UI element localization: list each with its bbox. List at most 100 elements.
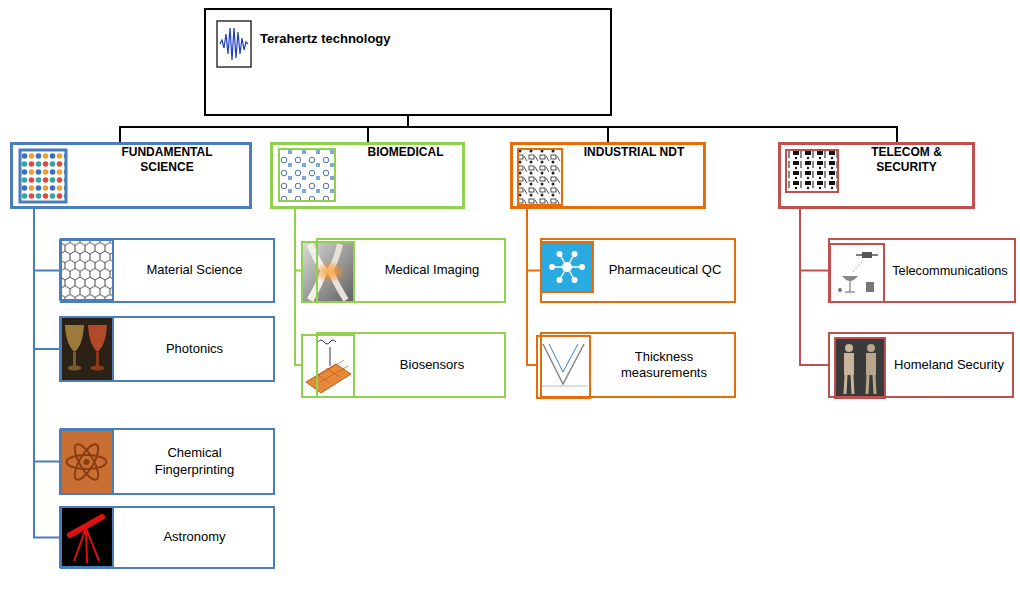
node-label: Astronomy bbox=[163, 529, 225, 545]
industry-icon-part bbox=[518, 149, 562, 205]
category-box: FUNDAMENTAL SCIENCE bbox=[10, 142, 252, 209]
molecule-icon-part bbox=[572, 251, 578, 257]
atom-icon-part bbox=[70, 441, 102, 483]
tree-connector bbox=[408, 116, 897, 142]
knee-icon bbox=[302, 242, 354, 302]
graphene-icon-part bbox=[60, 240, 113, 300]
satellite-icon-part bbox=[842, 276, 858, 281]
application-box: Medical Imaging bbox=[316, 238, 506, 303]
molecule-icon-part bbox=[557, 251, 563, 257]
application-box: Astronomy bbox=[60, 506, 275, 569]
root-box: Terahertz technology bbox=[204, 8, 612, 116]
application-box: Pharmaceutical QC bbox=[540, 238, 736, 303]
graphene-icon bbox=[60, 240, 113, 300]
category-box: TELECOM & SECURITY bbox=[778, 142, 975, 209]
biosensor-icon-part bbox=[302, 335, 354, 397]
category-box: BIOMEDICAL bbox=[270, 142, 465, 209]
telescope-icon bbox=[60, 507, 113, 567]
satellite-icon-part bbox=[856, 254, 878, 256]
application-box: Photonics bbox=[60, 316, 275, 382]
wave-icon-part bbox=[217, 21, 251, 67]
tree-connector bbox=[408, 116, 608, 142]
node-label: Homeland Security bbox=[894, 357, 1004, 373]
goblet-icon-part bbox=[65, 325, 84, 352]
node-label: FUNDAMENTAL SCIENCE bbox=[115, 145, 219, 175]
application-box: Biosensors bbox=[316, 332, 506, 398]
molecule-icon bbox=[541, 242, 593, 292]
tree-connector bbox=[800, 209, 828, 271]
satellite-icon-part bbox=[830, 244, 884, 302]
science-icon bbox=[20, 150, 66, 202]
goblet-icon-part bbox=[60, 317, 113, 381]
application-box: Material Science bbox=[60, 238, 275, 303]
application-box: Chemical Fingerprinting bbox=[60, 428, 275, 495]
goblet-icon bbox=[60, 317, 113, 381]
satellite-icon-part bbox=[866, 282, 874, 292]
thickness-icon-part bbox=[543, 344, 584, 384]
tree-connector bbox=[34, 209, 60, 349]
industry-icon bbox=[518, 149, 562, 205]
tree-connector bbox=[120, 116, 408, 142]
application-box: Homeland Security bbox=[828, 332, 1014, 398]
node-label: Telecommunications bbox=[892, 263, 1008, 279]
molecule-icon-part bbox=[557, 277, 563, 283]
atom-icon-part bbox=[67, 455, 107, 469]
body-scanner-icon-part bbox=[867, 375, 875, 394]
tree-connector bbox=[34, 209, 60, 271]
node-label: Chemical Fingerprinting bbox=[140, 445, 250, 478]
body-scanner-icon-part bbox=[835, 338, 885, 398]
molecule-icon-part bbox=[541, 242, 593, 292]
satellite-icon-part bbox=[845, 281, 855, 292]
atom-icon-part bbox=[70, 441, 102, 483]
node-label: Pharmaceutical QC bbox=[609, 262, 722, 278]
telecom-icon bbox=[786, 150, 838, 192]
wave-icon-part bbox=[220, 28, 248, 60]
telescope-icon-part bbox=[74, 528, 99, 563]
node-label: Terahertz technology bbox=[260, 31, 391, 47]
node-label: Biosensors bbox=[400, 357, 464, 373]
molecule-icon-part bbox=[549, 264, 555, 270]
body-scanner-icon-part bbox=[845, 344, 853, 352]
thickness-icon-part bbox=[540, 386, 588, 387]
category-box: INDUSTRIAL NDT bbox=[510, 142, 706, 209]
molecule-icon-part bbox=[562, 262, 572, 272]
thickness-icon-part bbox=[537, 336, 590, 398]
tree-connector bbox=[368, 116, 408, 142]
thickness-icon-part bbox=[549, 344, 578, 372]
science-icon-part bbox=[20, 150, 66, 202]
atom-icon bbox=[60, 430, 113, 494]
telescope-icon-part bbox=[60, 507, 113, 567]
medical-icon bbox=[279, 149, 335, 201]
body-scanner-icon-part bbox=[844, 353, 854, 375]
biosensor-icon-part bbox=[330, 347, 331, 366]
node-label: BIOMEDICAL bbox=[368, 145, 444, 160]
tree-connector bbox=[527, 209, 540, 271]
goblet-icon-part bbox=[88, 325, 107, 352]
molecule-icon-part bbox=[552, 254, 582, 280]
node-label: INDUSTRIAL NDT bbox=[584, 145, 684, 160]
node-label: TELECOM & SECURITY bbox=[859, 145, 954, 175]
biosensor-icon-part bbox=[318, 340, 336, 344]
satellite-icon-part bbox=[853, 260, 864, 272]
molecule-icon-part bbox=[572, 277, 578, 283]
telecom-icon-part bbox=[786, 150, 838, 192]
goblet-icon-part bbox=[73, 352, 76, 366]
satellite-icon-part bbox=[862, 252, 872, 258]
body-scanner-icon bbox=[835, 338, 885, 398]
satellite-icon-part bbox=[838, 288, 842, 292]
node-label: Photonics bbox=[166, 341, 223, 357]
body-scanner-icon-part bbox=[845, 375, 853, 394]
application-box: Thickness measurements bbox=[540, 332, 736, 398]
tree-connector bbox=[34, 209, 60, 538]
biosensor-icon-part bbox=[314, 360, 348, 383]
thickness-icon bbox=[537, 336, 590, 398]
node-label: Medical Imaging bbox=[385, 262, 480, 278]
body-scanner-icon-part bbox=[867, 344, 875, 352]
atom-icon-part bbox=[60, 430, 113, 494]
satellite-icon bbox=[830, 244, 884, 302]
knee-icon-part bbox=[302, 242, 354, 302]
molecule-icon-part bbox=[579, 264, 585, 270]
goblet-icon-part bbox=[68, 366, 82, 371]
